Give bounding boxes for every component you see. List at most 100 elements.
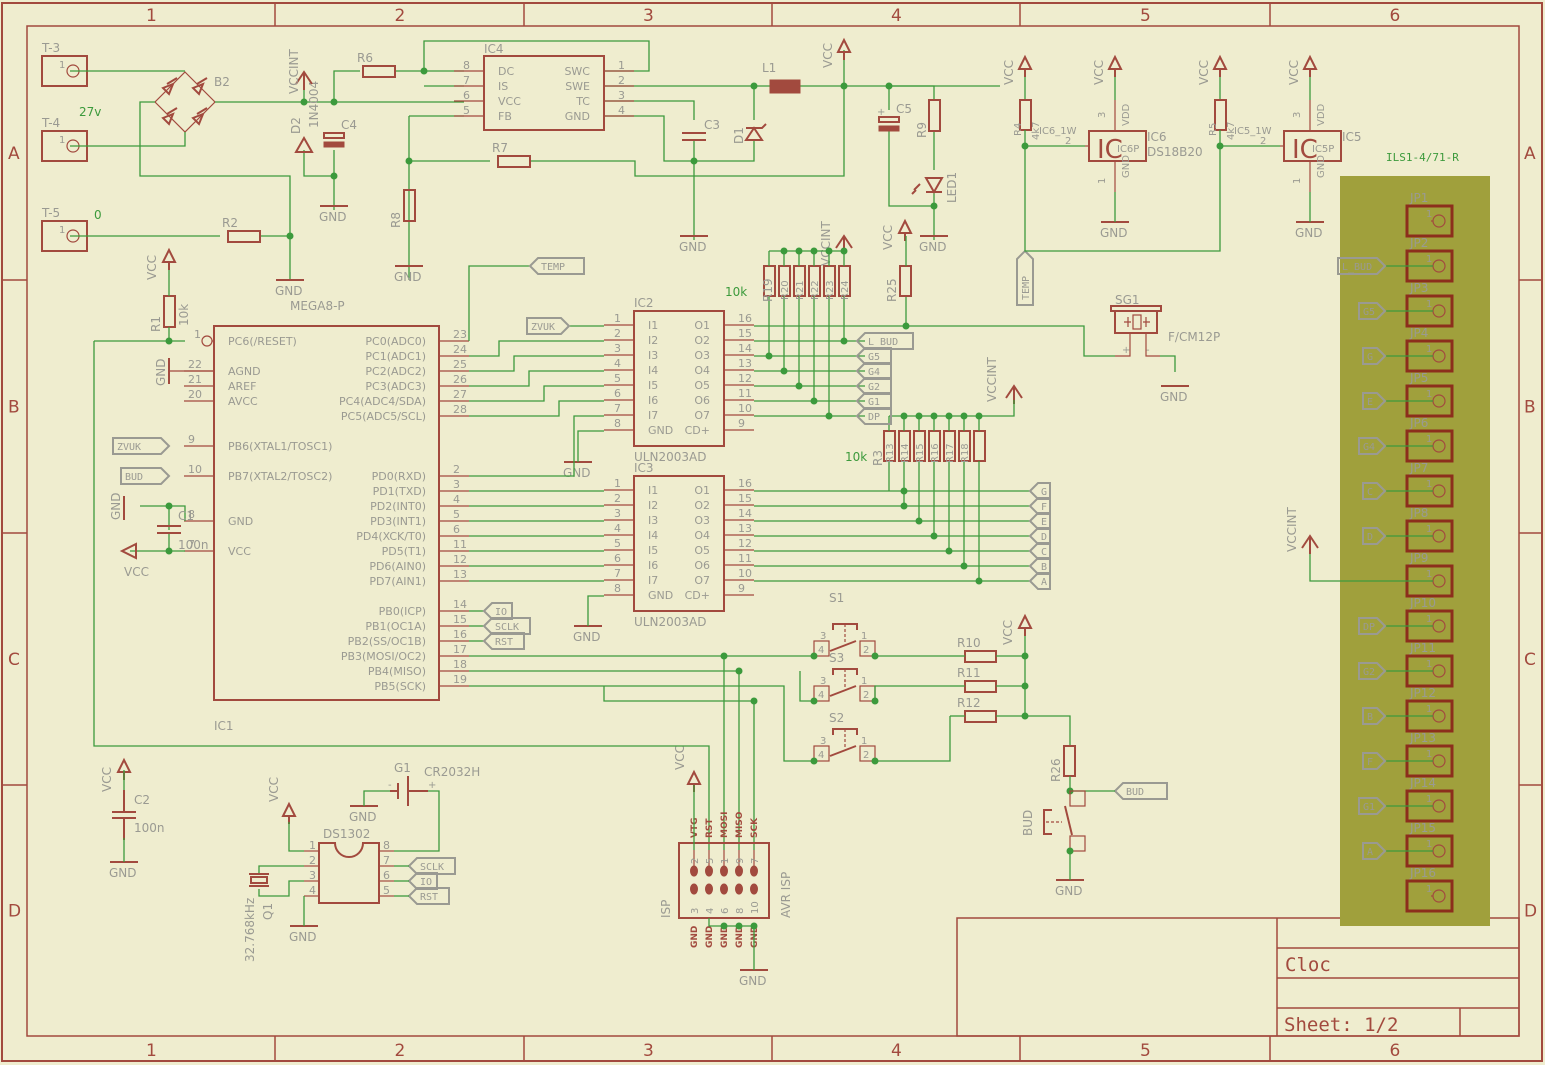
- pin-number: 2: [614, 492, 621, 505]
- vcc-label: VCC: [1287, 60, 1301, 85]
- svg-text:R7: R7: [492, 141, 508, 155]
- row-label: B: [8, 398, 20, 418]
- isp-signal: SCK: [750, 817, 760, 838]
- net-label-text: TEMP: [541, 262, 565, 273]
- row-label: C: [8, 650, 20, 670]
- pin-name: O4: [694, 529, 710, 542]
- net-label-text: A: [1041, 577, 1047, 588]
- net-label-temp-vertical: TEMP: [1016, 249, 1034, 306]
- net-label-text: G2: [868, 382, 880, 393]
- driver-ic3: IC3ULN2003AD1I12I23I34I45I56I67I78GND16O…: [604, 461, 754, 629]
- vcc-label: VCC: [821, 43, 835, 68]
- isp-pin: 7: [750, 858, 761, 864]
- isp-gnd: GND: [750, 926, 760, 948]
- part: IC6_1W: [1039, 126, 1077, 137]
- rn2-sub: R18: [960, 443, 971, 463]
- svg-text:SG1: SG1: [1115, 293, 1140, 307]
- pin-number: 1: [614, 312, 621, 325]
- rn2-ref: R3: [871, 450, 885, 466]
- pin-number: 7: [614, 402, 621, 415]
- pin-number: 4: [309, 884, 316, 897]
- crystal-value: 32.768kHz: [243, 898, 257, 962]
- gnd-label: GND: [289, 930, 317, 944]
- pin-number: 4: [618, 104, 625, 117]
- isp-gnd: GND: [705, 926, 715, 948]
- rn1-ref: R19: [761, 278, 775, 302]
- gnd-symbol: GND: [394, 265, 423, 284]
- net-label-seg-c: C: [1028, 542, 1051, 560]
- pin-name: GND: [648, 589, 673, 602]
- net-label-seg-a: A: [1028, 572, 1051, 590]
- vcc-label: VCC: [1001, 620, 1015, 645]
- vcc-symbol: VCC: [821, 37, 852, 68]
- vcc-symbol: VCC: [881, 218, 913, 250]
- net-label-seg-e: E: [1028, 512, 1051, 530]
- net-label-text: RST: [495, 637, 513, 648]
- net-label-text: DP: [1363, 622, 1375, 633]
- gnd-label: GND: [1055, 884, 1083, 898]
- net-label-io-rtc: IO: [407, 872, 438, 890]
- pin-number: 15: [738, 327, 752, 340]
- pin-name: PB0(ICP): [379, 605, 426, 618]
- pin-number: 4: [614, 522, 621, 535]
- gnd-label: GND: [394, 270, 422, 284]
- net-label-bud: BUD: [1113, 782, 1168, 800]
- terminal-ref: T-3: [41, 41, 60, 55]
- net-label-text: IO: [420, 877, 432, 888]
- pin-number: 20: [188, 388, 202, 401]
- pin-name: SWE: [565, 80, 590, 93]
- pin-number: 1: [1426, 209, 1432, 220]
- net-label-g1: G1: [855, 392, 892, 410]
- isp-gnd: GND: [735, 926, 745, 948]
- pin-name: DC: [498, 65, 514, 78]
- battery-value: CR2032H: [424, 765, 480, 779]
- pin-name: PB7(XTAL2/TOSC2): [228, 470, 332, 483]
- header-ref: JP10: [1409, 596, 1436, 610]
- vccint-symbol: VCCINT: [985, 357, 1023, 404]
- svg-text:-: -: [1146, 345, 1150, 356]
- pin-number: 2: [614, 327, 621, 340]
- rn1-sub: R23: [825, 280, 836, 300]
- pin-name: I4: [648, 529, 658, 542]
- header-ref: JP11: [1409, 641, 1436, 655]
- pin3: 3: [820, 676, 826, 687]
- vcc-label: VCC: [673, 745, 687, 770]
- pin-number: 10: [738, 402, 752, 415]
- net-label-sclk-rtc: SCLK: [407, 857, 456, 875]
- gnd-label: GND: [679, 240, 707, 254]
- isp-signal: MISO: [735, 811, 745, 838]
- pin-number: 7: [614, 567, 621, 580]
- pin3: 3: [1292, 112, 1303, 118]
- gnd-symbol: GND: [1160, 385, 1189, 404]
- svg-text:C5: C5: [896, 102, 912, 116]
- net-label-bud-mcu: BUD: [120, 467, 171, 485]
- gnd-symbol: GND: [275, 279, 304, 298]
- pin-number: 6: [614, 387, 621, 400]
- pin-number: 27: [453, 388, 467, 401]
- net-label-text: G4: [1363, 442, 1375, 453]
- isp-connector: VTG23GNDRST54GNDMOSI16GNDMISO98GNDSCK710…: [659, 785, 793, 970]
- pin-number: 5: [453, 508, 460, 521]
- net-label-text: G5: [868, 352, 880, 363]
- net-label-seg-g: G: [1028, 482, 1051, 500]
- pin-number: 1: [1426, 614, 1432, 625]
- pin-name: O7: [694, 409, 710, 422]
- net-label-text: L_BUD: [868, 337, 898, 348]
- isp-signal: MOSI: [720, 812, 730, 838]
- gnd-symbol: GND: [739, 969, 768, 988]
- pin-name: I5: [648, 544, 658, 557]
- gnd-symbol: GND: [1055, 879, 1084, 898]
- net-label-rst-rtc: RST: [407, 887, 450, 905]
- pin-number: 12: [738, 537, 752, 550]
- vcc-label: VCC: [100, 767, 114, 792]
- pin-number: 10: [738, 567, 752, 580]
- pin-number: 1: [1426, 659, 1432, 670]
- header-ref: JP6: [1409, 416, 1428, 430]
